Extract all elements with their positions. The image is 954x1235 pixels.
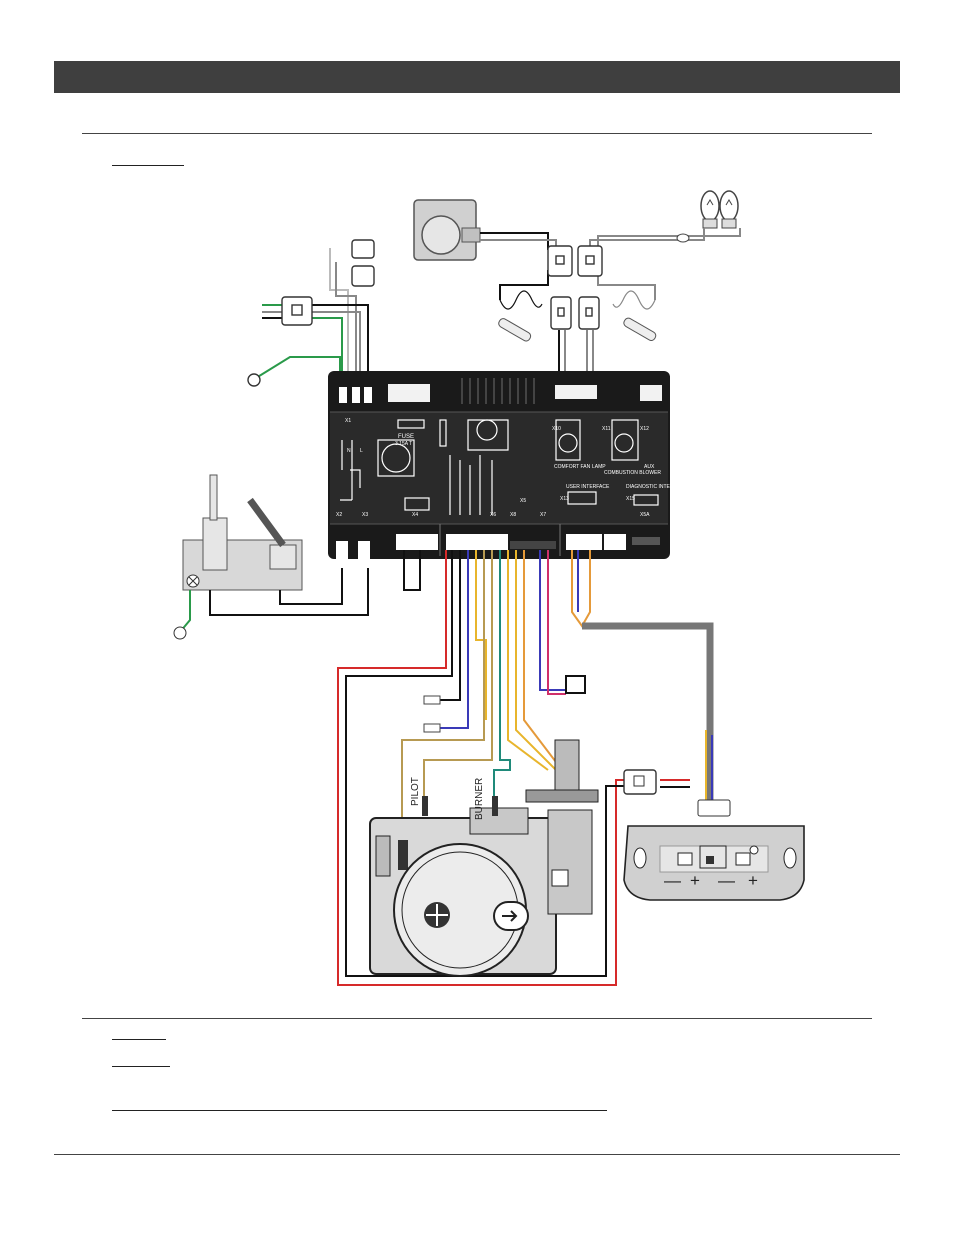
section-header-bar: [54, 61, 900, 93]
combustion-blower-motor: [413, 199, 481, 261]
battery-sign-4: +: [748, 871, 758, 890]
power-harness-connectors: [247, 239, 375, 387]
l-label: L: [360, 448, 363, 454]
x5-label: X5: [520, 498, 526, 504]
note-underline-3: [112, 1110, 607, 1111]
x1-label: X1: [345, 418, 351, 424]
top-divider: [82, 133, 872, 134]
x8-label: X8: [510, 512, 516, 518]
note-underline-2: [112, 1066, 170, 1067]
x2-label: X2: [336, 512, 342, 518]
battery-pack-plug: [697, 799, 731, 817]
note-underline-1: [112, 1039, 166, 1040]
aux-label: AUX: [644, 464, 655, 470]
battery-sign-1: —: [664, 871, 681, 890]
lower-divider: [82, 1018, 872, 1019]
x5a-label: X5A: [640, 512, 650, 518]
x12-label: X12: [640, 426, 649, 432]
n-label: N: [347, 448, 351, 454]
heading-underline: [112, 165, 184, 166]
battery-sign-2: +: [690, 871, 700, 890]
x11-label: X11: [602, 426, 611, 432]
inline-terminals: [423, 695, 441, 733]
lamp-bulbs: [700, 190, 739, 229]
diagnostic-interface-label: DIAGNOSTIC INTERFACE: [626, 484, 687, 490]
lamp-label: LAMP: [592, 464, 606, 470]
combustion-blower-label: COMBUSTION BLOWER: [604, 470, 661, 476]
switch-connector: [565, 675, 586, 694]
x4-label: X4: [412, 512, 418, 518]
comfort-fan-label: COMFORT FAN: [554, 464, 591, 470]
user-interface-label: USER INTERFACE: [566, 484, 610, 490]
valve-harness: [337, 550, 714, 986]
x13-label: X13: [560, 496, 569, 502]
burner-label: BURNER: [474, 778, 485, 820]
gas-valve: [369, 739, 599, 977]
pilot-assembly: [173, 474, 369, 640]
power-harness: [255, 248, 369, 379]
x15-label: X15: [626, 496, 635, 502]
battery-sign-3: —: [718, 871, 735, 890]
top-harness-wires: [480, 228, 741, 372]
x6-label: X6: [490, 512, 496, 518]
footer-rule: [54, 1154, 900, 1155]
x3-label: X3: [362, 512, 368, 518]
spare-fuses: [498, 317, 657, 342]
pilot-label: PILOT: [410, 777, 421, 806]
fuse-rating-label: 3.15A T: [395, 441, 412, 447]
fuse-label: FUSE: [398, 434, 414, 440]
x7-label: X7: [540, 512, 546, 518]
top-connectors: [547, 245, 603, 330]
x10-label: X10: [552, 426, 561, 432]
battery-pack: [623, 825, 805, 901]
control-module: FUSE 3.15A T X1 N L X2 X3 X4 X5 X6 X7 X8…: [328, 371, 687, 559]
